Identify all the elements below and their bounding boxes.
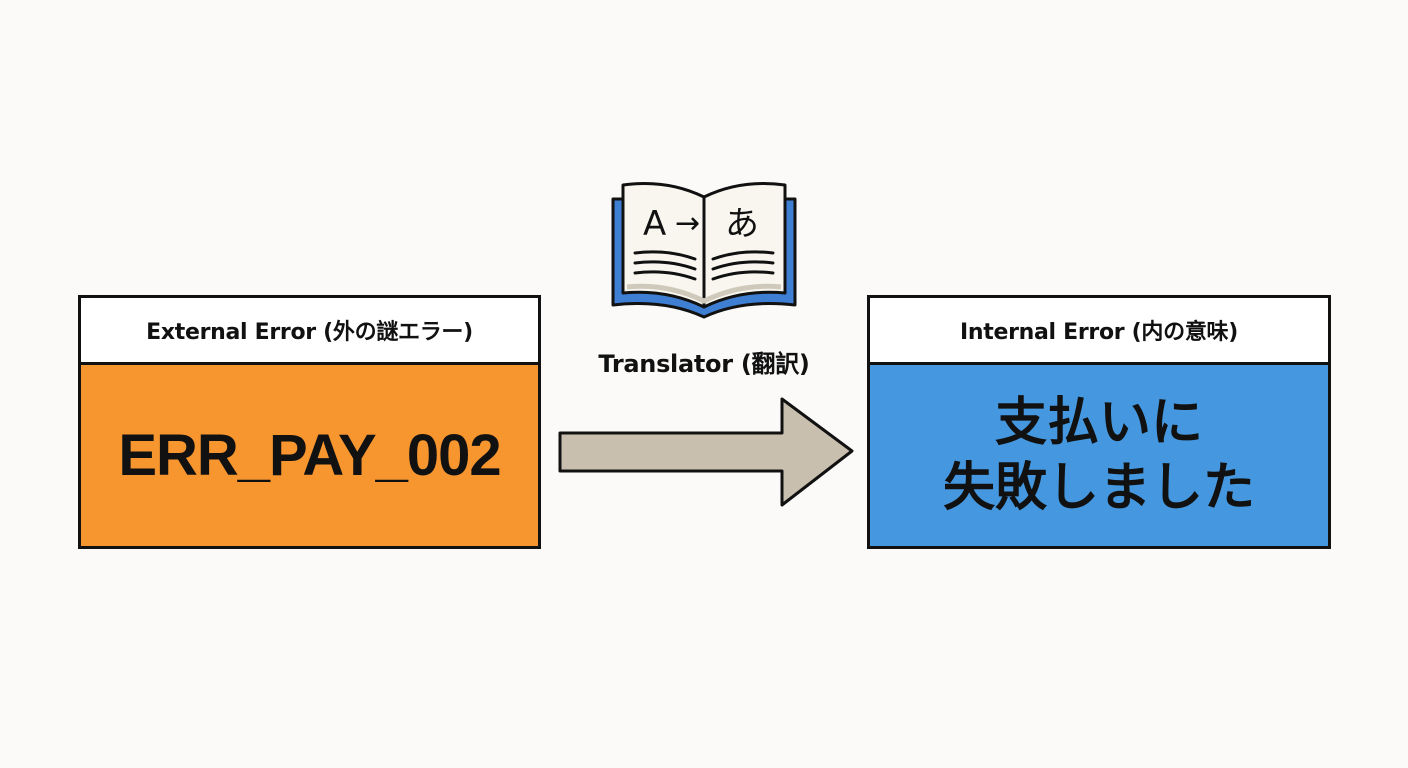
book-translate-icon: A → あ [611, 182, 797, 319]
internal-error-title: Internal Error (内の意味) [870, 298, 1328, 365]
external-error-title: External Error (外の謎エラー) [81, 298, 538, 365]
flow-arrow-icon [558, 397, 854, 507]
internal-error-body: 支払いに 失敗しました [870, 365, 1328, 546]
external-error-code: ERR_PAY_002 [118, 423, 501, 488]
internal-error-box: Internal Error (内の意味) 支払いに 失敗しました [867, 295, 1331, 549]
internal-error-message: 支払いに 失敗しました [942, 392, 1255, 518]
glyph-target: あ [725, 204, 759, 244]
external-error-body: ERR_PAY_002 [81, 365, 538, 546]
glyph-arrow: → [675, 206, 700, 241]
glyph-source: A [643, 204, 666, 244]
translator-label: Translator (翻訳) [598, 350, 810, 378]
external-error-box: External Error (外の謎エラー) ERR_PAY_002 [78, 295, 541, 549]
